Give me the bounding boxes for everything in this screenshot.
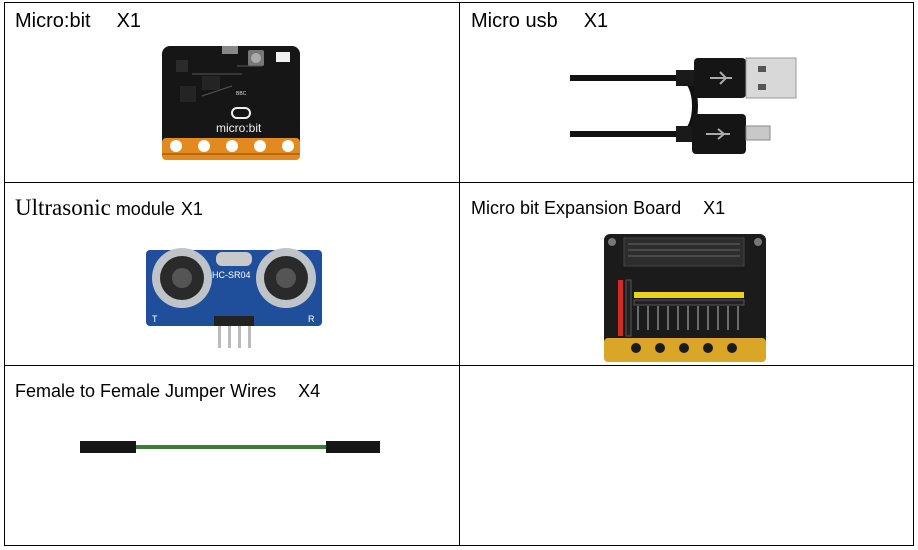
item-name-serif: Ultrasonic <box>15 195 111 220</box>
ultrasonic-t-label: T <box>152 314 158 324</box>
item-quantity: X1 <box>180 199 203 219</box>
item-name: Female to Female Jumper Wires <box>15 381 277 401</box>
item-quantity: X1 <box>583 10 609 32</box>
microbit-board-image: BBC micro:bit <box>162 46 300 160</box>
ultrasonic-module-image: HC-SR04 T R <box>146 248 322 348</box>
item-label-expansion-board: Micro bit Expansion Board X1 <box>471 198 725 219</box>
table-divider-vertical <box>459 2 460 546</box>
item-quantity: X1 <box>703 198 726 218</box>
microbit-board-text: micro:bit <box>216 121 262 135</box>
item-label-micro-usb: Micro usb X1 <box>471 10 608 33</box>
item-name: Micro bit Expansion Board <box>471 198 682 218</box>
micro-usb-cable-image <box>570 57 797 154</box>
item-name: Micro:bit <box>15 10 91 32</box>
item-quantity: X1 <box>116 10 142 32</box>
item-name: Micro usb <box>471 10 558 32</box>
microbit-logo-text: BBC <box>236 91 247 97</box>
table-divider-row-1 <box>4 182 914 183</box>
ultrasonic-r-label: R <box>308 314 315 324</box>
item-name-rest: module <box>110 199 175 219</box>
jumper-wire-image <box>80 441 380 453</box>
table-divider-row-2 <box>4 365 914 366</box>
ultrasonic-model-text: HC-SR04 <box>212 270 251 280</box>
item-quantity: X4 <box>298 381 321 401</box>
item-label-microbit: Micro:bit X1 <box>15 10 141 33</box>
item-label-jumper-wires: Female to Female Jumper Wires X4 <box>15 381 320 402</box>
expansion-board-image <box>604 234 766 362</box>
